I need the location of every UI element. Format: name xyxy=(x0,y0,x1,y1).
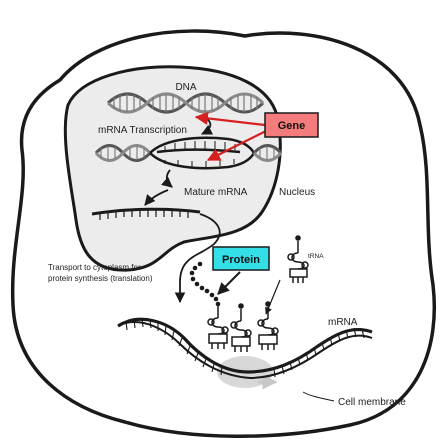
nucleus-outline xyxy=(63,65,282,272)
mrna-label: mRNA xyxy=(328,317,358,328)
arrow-mature-to-strand xyxy=(144,189,169,206)
protein-label: Protein xyxy=(222,254,260,266)
arrow-transcription-to-mature xyxy=(161,169,173,188)
mrna-transcription-label: mRNA Transcription xyxy=(98,125,187,136)
ribosome-trna-1 xyxy=(207,304,229,349)
cell-membrane-leader xyxy=(302,391,335,402)
gene-label: Gene xyxy=(278,120,306,132)
mature-mrna-label: Mature mRNA xyxy=(184,187,248,198)
protein-callout: Protein xyxy=(212,246,270,271)
transport-label-line2: protein synthesis (translation) xyxy=(48,274,153,283)
free-trna-icon xyxy=(287,235,309,283)
arrow-transport-to-cytoplasm xyxy=(174,213,221,304)
dna-label: DNA xyxy=(175,82,196,93)
dna-helix xyxy=(106,92,265,114)
cell-membrane-label: Cell membrane xyxy=(338,397,406,408)
gene-box xyxy=(264,112,319,138)
gene-arrow-to-dna xyxy=(194,111,266,127)
nucleus-label: Nucleus xyxy=(279,187,315,198)
gene-callout: Gene xyxy=(264,112,319,138)
ribosome-trna-2 xyxy=(230,303,252,352)
polypeptide-chain xyxy=(189,261,221,307)
ribosome-trna-3 xyxy=(257,301,279,350)
transport-label-line1: Transport to cytoplasm for xyxy=(48,263,141,272)
protein-box xyxy=(212,246,270,271)
cytoplasm-mrna-strand xyxy=(117,317,373,380)
mature-mrna-strand xyxy=(91,207,201,220)
transcription-bubble xyxy=(94,136,283,170)
gene-arrow-to-bubble xyxy=(206,129,269,161)
protein-arrow xyxy=(217,271,241,295)
trna-label: tRNA xyxy=(308,253,324,260)
